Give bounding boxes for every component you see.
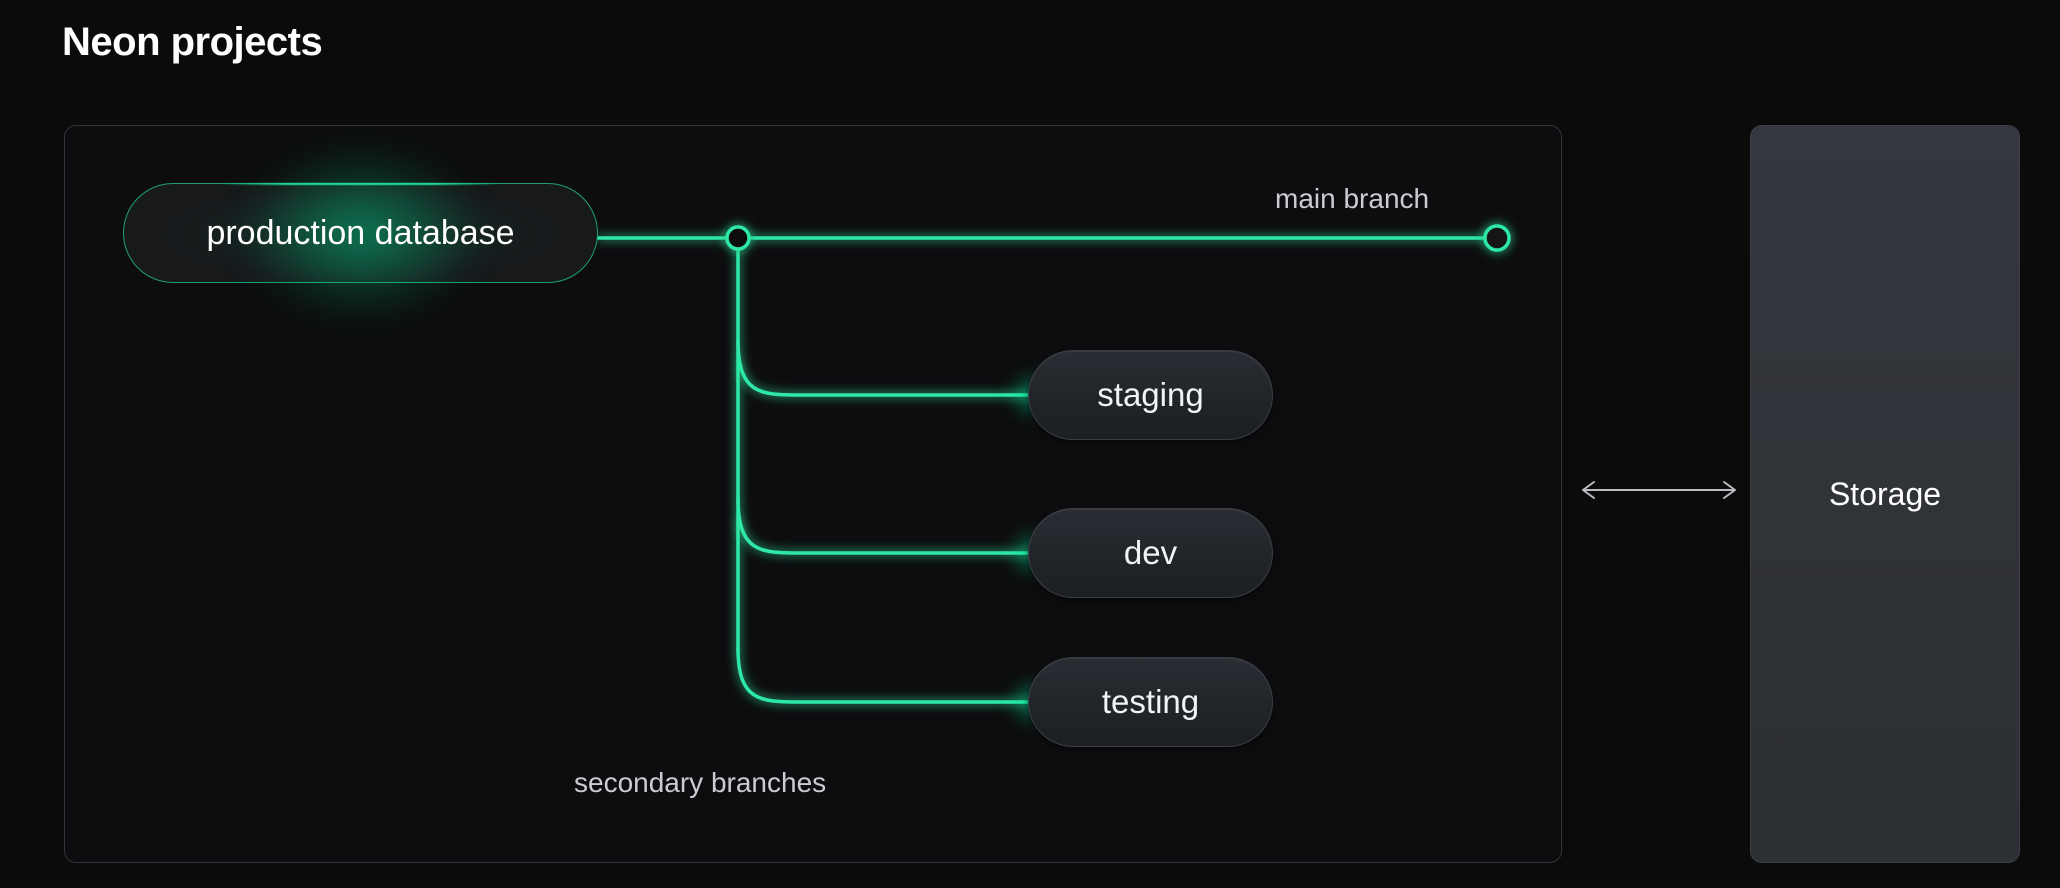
storage-panel[interactable]: Storage [1750, 125, 2020, 863]
main-branch-label: main branch [1275, 183, 1430, 214]
node-staging-label: staging [1097, 376, 1204, 413]
node-dev[interactable]: dev [1028, 508, 1273, 598]
node-dev-label: dev [1123, 534, 1178, 571]
secondary-branches-label: secondary branches [574, 767, 827, 798]
node-production-database-label: production database [206, 213, 515, 252]
node-production-database[interactable]: production database [123, 183, 598, 283]
node-testing[interactable]: testing [1028, 657, 1273, 747]
storage-label: Storage [1828, 475, 1942, 512]
page-title: Neon projects [62, 20, 323, 64]
node-staging[interactable]: staging [1028, 350, 1273, 440]
node-testing-label: testing [1101, 683, 1200, 720]
double-headed-arrow-icon [1582, 481, 1736, 499]
